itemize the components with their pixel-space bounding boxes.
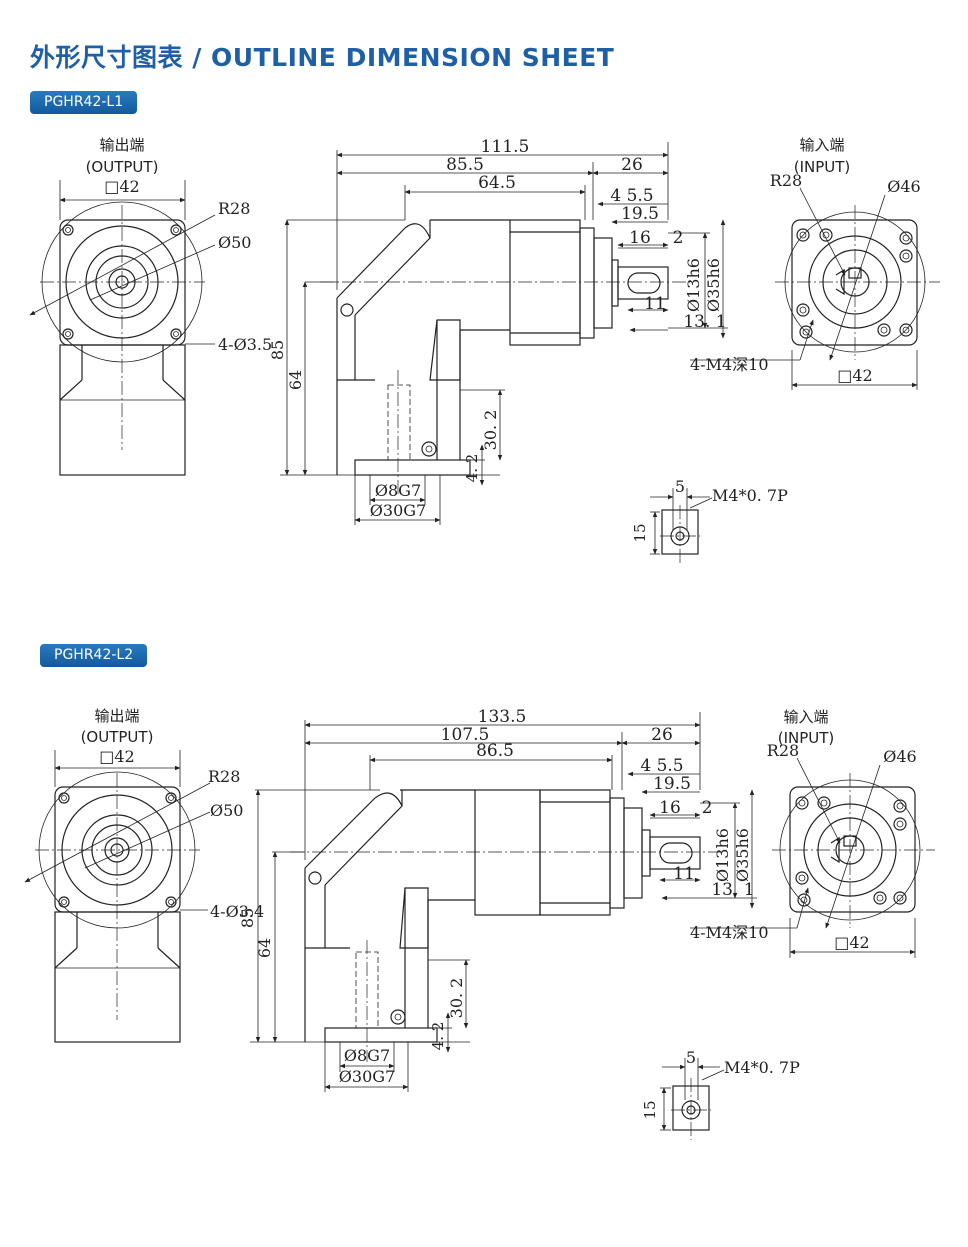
input-radius-dim: R28	[767, 741, 799, 760]
dim-height-85: 85	[238, 908, 257, 928]
dim-2: 2	[673, 228, 684, 248]
tap-depth-dim: 15	[631, 523, 649, 542]
dim-4-2: 4. 2	[463, 454, 481, 483]
dim-19-5: 19.5	[621, 204, 659, 224]
page-title: 外形尺寸图表 / OUTLINE DIMENSION SHEET	[30, 43, 615, 72]
dim-16: 16	[629, 228, 651, 248]
tap-spec-dim: M4*0. 7P	[724, 1058, 800, 1077]
output-square-dim: □42	[104, 177, 139, 196]
output-label-cn: 输出端	[99, 136, 144, 154]
dim-pilot-bottom: Ø30G7	[370, 501, 426, 520]
output-label-en: (OUTPUT)	[86, 158, 159, 176]
input-end-view: 输入端 (INPUT) R28 Ø46 4-M4深10 □42	[690, 708, 935, 958]
output-square-dim: □42	[99, 747, 134, 766]
dim-shaft-length: 26	[621, 155, 643, 175]
dim-shaft-diameter: Ø13h6	[684, 258, 703, 312]
tap-detail: 5 M4*0. 7P 15	[641, 1048, 800, 1140]
dim-height-85: 85	[268, 340, 287, 360]
tap-spec-dim: M4*0. 7P	[712, 486, 788, 505]
output-holes-dim: 4-Ø3.5	[218, 335, 272, 354]
input-radius-dim: R28	[770, 171, 802, 190]
dim-19-5: 19.5	[653, 774, 691, 794]
output-end-view: 输出端 (OUTPUT) □42 R28 Ø50 4-Ø3.4	[24, 707, 264, 1043]
input-holes-dim: 4-M4深10	[690, 923, 769, 942]
input-square-dim: □42	[834, 933, 869, 952]
output-diameter-dim: Ø50	[210, 801, 243, 820]
dim-inner-length: 86.5	[476, 741, 514, 761]
dim-body-length: 85.5	[446, 155, 484, 175]
dim-pilot-diameter: Ø35h6	[733, 828, 752, 882]
dim-16: 16	[659, 798, 681, 818]
dim-pilot-bottom: Ø30G7	[339, 1067, 395, 1086]
dim-height-64: 64	[255, 938, 274, 958]
model-badge-l1: PGHR42-L1	[30, 91, 138, 114]
dim-30-2: 30. 2	[447, 978, 466, 1019]
dim-total-length: 111.5	[481, 137, 530, 157]
dim-height-64: 64	[286, 370, 305, 390]
input-label-cn: 输入端	[783, 708, 828, 726]
dim-total-length: 133.5	[478, 707, 527, 727]
output-holes-dim: 4-Ø3.4	[210, 902, 264, 921]
side-view: 133.5 107.5 26 86.5 4 5.5 19.5 16 2 85 6…	[238, 707, 757, 1092]
input-diameter-dim: Ø46	[883, 747, 916, 766]
tap-detail: 5 M4*0. 7P 15	[631, 477, 788, 565]
dim-4-2: 4. 2	[429, 1022, 447, 1051]
dim-body-length: 107.5	[441, 725, 490, 745]
dim-45-5: 4 5.5	[610, 186, 653, 206]
input-holes-dim: 4-M4深10	[690, 355, 769, 374]
dim-inner-length: 64.5	[478, 173, 516, 193]
dim-shaft-length: 26	[651, 725, 673, 745]
dim-bore: Ø8G7	[375, 481, 421, 500]
input-end-view: 输入端 (INPUT) R28 Ø46 4-M4深10 □42	[690, 136, 940, 390]
tap-width-dim: 5	[675, 477, 685, 496]
output-end-view: 输出端 (OUTPUT) □42 R28 Ø50 4-Ø3.5	[29, 136, 272, 476]
dim-13-1: 13. 1	[711, 880, 754, 900]
dim-11: 11	[673, 864, 695, 884]
dim-2: 2	[702, 798, 713, 818]
dim-13-1: 13. 1	[683, 312, 726, 332]
drawing-l1: 输出端 (OUTPUT) □42 R28 Ø50 4-Ø3.5	[29, 136, 940, 565]
output-radius-dim: R28	[218, 199, 250, 218]
output-label-en: (OUTPUT)	[81, 728, 154, 746]
output-radius-dim: R28	[208, 767, 240, 786]
dim-shaft-diameter: Ø13h6	[713, 828, 732, 882]
drawing-l2: 输出端 (OUTPUT) □42 R28 Ø50 4-Ø3.4	[24, 707, 935, 1140]
dim-11: 11	[644, 294, 666, 314]
dim-45-5: 4 5.5	[640, 756, 683, 776]
model-badge-l2: PGHR42-L2	[40, 644, 148, 667]
dim-bore: Ø8G7	[344, 1046, 390, 1065]
input-label-cn: 输入端	[799, 136, 844, 154]
tap-depth-dim: 15	[641, 1100, 659, 1119]
tap-width-dim: 5	[686, 1048, 696, 1067]
input-diameter-dim: Ø46	[887, 177, 920, 196]
input-square-dim: □42	[837, 366, 872, 385]
output-label-cn: 输出端	[94, 707, 139, 725]
input-label-en: (INPUT)	[794, 158, 851, 176]
dim-30-2: 30. 2	[481, 410, 500, 451]
side-view: 111.5 85.5 26 64.5 4 5.5 19.5 16 2 85 64	[268, 137, 728, 525]
output-diameter-dim: Ø50	[218, 233, 251, 252]
input-label-en: (INPUT)	[778, 729, 835, 747]
dim-pilot-diameter: Ø35h6	[704, 258, 723, 312]
